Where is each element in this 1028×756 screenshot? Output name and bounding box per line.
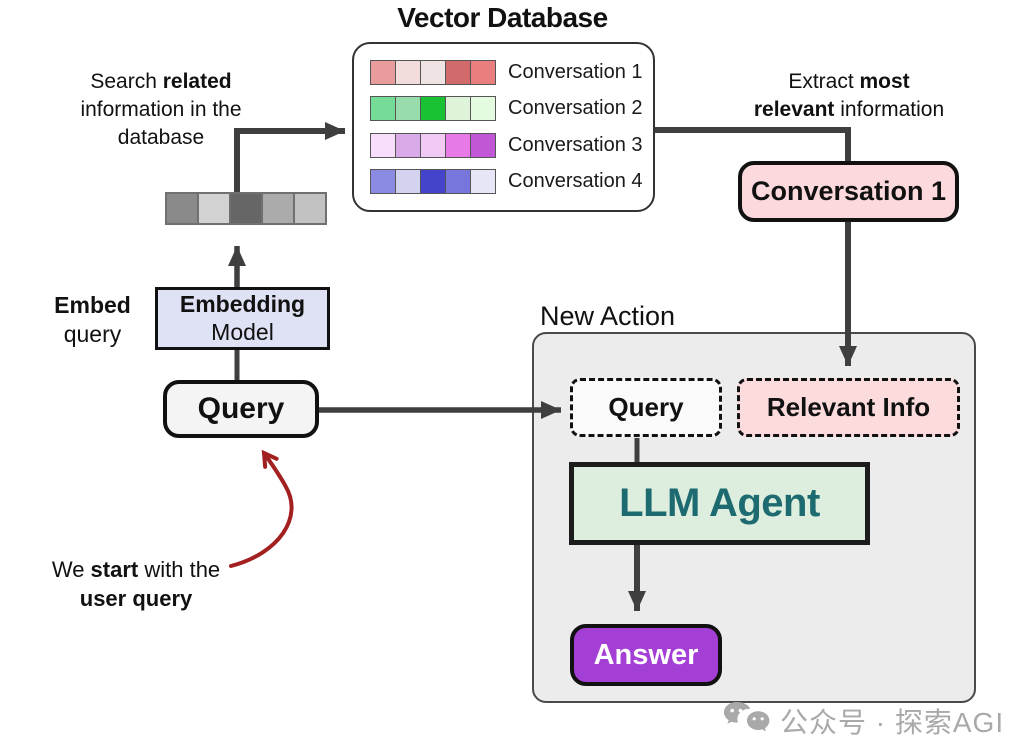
search-related-note: Search related information in the databa… [80,70,242,149]
db-row-conversation-4: Conversation 4 [370,169,653,195]
start-user-query-note: We start with the user query [51,557,221,611]
answer-box: Answer [570,624,722,686]
new-action-title: New Action [540,301,676,331]
db-row-label: Conversation 1 [508,60,643,83]
extract-relevant-note: Extract most relevant information [753,70,945,121]
watermark: 公众号 · 探索AGI [722,700,1004,742]
db-row-label: Conversation 3 [508,133,643,156]
db-row-conversation-3: Conversation 3 [370,132,653,158]
db-row-label: Conversation 2 [508,97,643,120]
wechat-icon [724,702,770,732]
embedding-cells [370,169,496,195]
embedding-cells [370,59,496,85]
embedding-model-box: Embedding Model [155,287,330,350]
relevant-info-box: Relevant Info [737,378,960,437]
query-box: Query [163,380,319,438]
vector-database-box: Conversation 1 Conversation 2 Conversati… [352,42,655,212]
red-annotation-arrow [229,449,294,568]
llm-agent-box: LLM Agent [569,462,870,545]
embedding-cells [370,132,496,158]
db-row-label: Conversation 4 [508,170,643,193]
db-row-conversation-2: Conversation 2 [370,96,653,122]
query-embedding-vector [165,192,327,225]
new-action-query-box: Query [570,378,722,437]
vector-database-title: Vector Database [397,2,608,33]
conversation-1-result-box: Conversation 1 [738,161,959,222]
embed-query-note: Embed query [54,292,131,347]
embedding-cells [370,96,496,122]
db-row-conversation-1: Conversation 1 [370,59,653,85]
watermark-text: 公众号 · 探索AGI [780,707,1005,738]
